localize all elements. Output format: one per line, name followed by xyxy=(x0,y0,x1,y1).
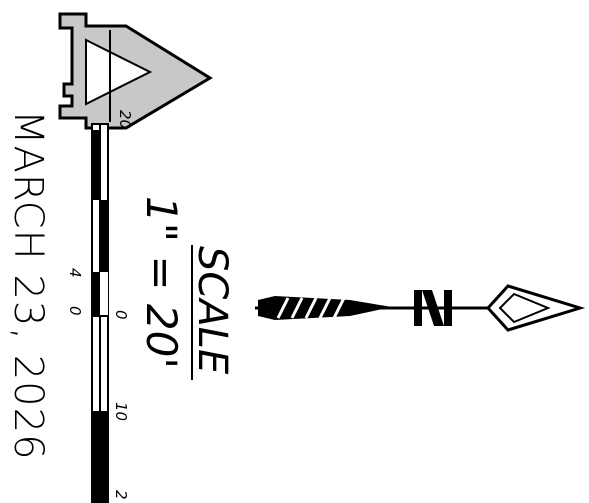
scale-tick-label: 2 xyxy=(112,490,130,500)
scale-ratio: 1" = 20' xyxy=(137,196,186,369)
scale-tick-label: 4 xyxy=(66,268,84,278)
company-logo xyxy=(58,12,213,130)
scale-title: SCALE xyxy=(189,246,235,375)
scale-tick-label: 0 xyxy=(66,306,84,316)
scale-tick-label: 0 xyxy=(112,310,130,320)
scale-bar xyxy=(91,123,109,503)
north-arrow-icon xyxy=(255,284,586,332)
scale-tick-label: 20 xyxy=(116,110,134,130)
drawing-date: MARCH 23, 2026 xyxy=(5,110,51,461)
scale-tick-label: 10 xyxy=(112,402,130,422)
